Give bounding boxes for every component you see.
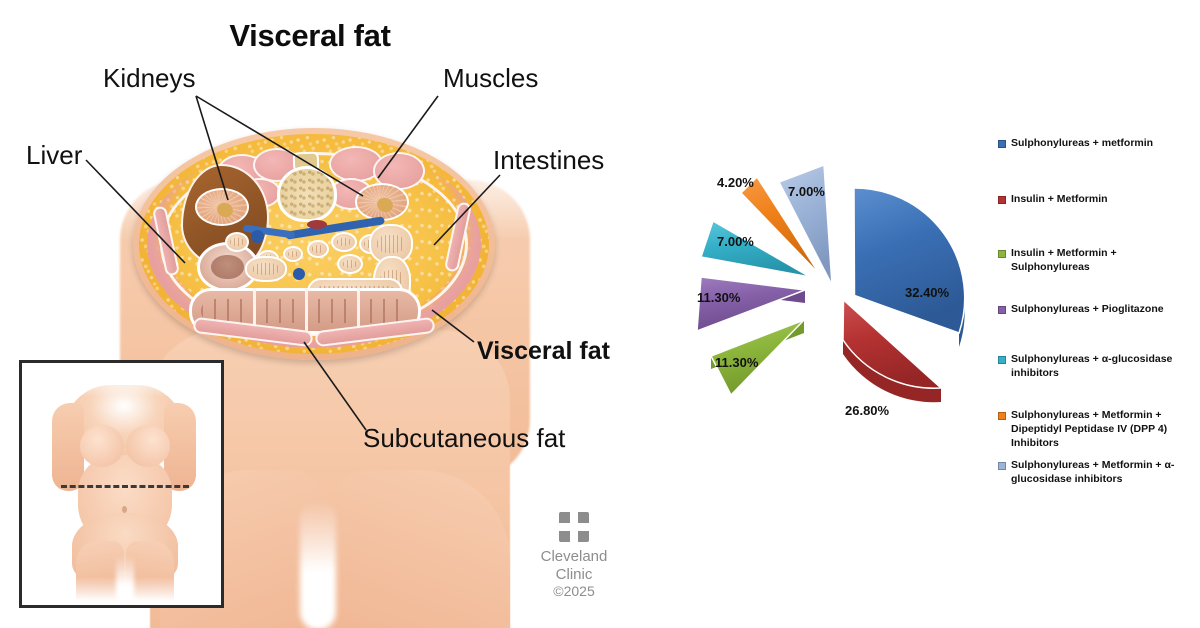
colon-haustra-divider	[305, 288, 308, 334]
credit-copyright: ©2025	[553, 583, 595, 600]
pie-chart-panel: 32.40% 26.80% 11.30% 11.30% 7.00% 4.20% …	[693, 135, 1200, 493]
legend-label: Insulin + Metformin	[1011, 193, 1108, 205]
inset-breast-right	[126, 425, 170, 467]
label-muscles: Muscles	[443, 63, 539, 93]
inset-fade-left	[22, 363, 52, 605]
pie-chart-legend: Sulphonylureas + metformin Insulin + Met…	[998, 135, 1198, 493]
slice-value-label-2: 26.80%	[845, 403, 890, 418]
logo-square-top-right	[578, 512, 589, 523]
legend-item[interactable]: Sulphonylureas + α-glucosidase inhibitor…	[998, 353, 1194, 381]
inset-navel	[122, 506, 127, 513]
pie-slice-sulphonylureas-metformin-alpha-glucosidase[interactable]	[777, 163, 833, 286]
leader-kidney-left	[195, 95, 229, 201]
intestine-loop	[245, 256, 287, 282]
pie-slice-sulphonylureas-pioglitazone[interactable]	[696, 276, 806, 333]
vein-cross-section	[293, 268, 305, 280]
vein-cross-section	[251, 230, 264, 243]
kidney-left-organ	[195, 188, 249, 226]
legend-label: Sulphonylureas + α-glucosidase inhibitor…	[1011, 353, 1173, 379]
credit-line-2: Clinic	[555, 565, 593, 583]
slice-value-label-1: 32.40%	[905, 285, 950, 300]
pie-svg	[696, 163, 966, 403]
inset-fade-top	[22, 363, 221, 397]
legend-item[interactable]: Insulin + Metformin	[998, 193, 1194, 207]
torso-crotch-shadow	[300, 500, 336, 628]
legend-swatch-icon	[998, 412, 1006, 420]
cleveland-clinic-logo-icon	[559, 512, 589, 542]
pie-slice-sulphonylureas-metformin-dpp4[interactable]	[739, 175, 821, 276]
inset-breast-left	[80, 425, 124, 467]
inset-fade-right	[197, 363, 221, 605]
pie-slice-sulphonylureas-metformin[interactable]	[853, 187, 966, 334]
inset-arm-left	[52, 403, 84, 491]
legend-label: Insulin + Metformin + Sulphonylureas	[1011, 247, 1117, 273]
leader-visceral-fat	[431, 309, 475, 343]
colon-haustra-divider	[253, 288, 256, 334]
legend-label: Sulphonylureas + Metformin + Dipeptidyl …	[1011, 409, 1168, 449]
anatomy-illustration-panel: Visceral fat Kidneys Muscles Liver Intes…	[19, 18, 624, 628]
legend-item[interactable]: Sulphonylureas + Metformin + α-glucosida…	[998, 459, 1194, 487]
legend-item[interactable]: Sulphonylureas + Pioglitazone	[998, 303, 1194, 317]
pie-slice-sulphonylureas-alpha-glucosidase[interactable]	[700, 219, 811, 278]
leader-muscles	[377, 95, 439, 179]
legend-item[interactable]: Sulphonylureas + metformin	[998, 137, 1194, 151]
body-reference-inset	[19, 360, 224, 608]
legend-swatch-icon	[998, 140, 1006, 148]
intestine-loop	[283, 246, 303, 262]
intestine-loop-large	[369, 224, 413, 264]
legend-item[interactable]: Sulphonylureas + Metformin + Dipeptidyl …	[998, 409, 1194, 451]
legend-item[interactable]: Insulin + Metformin + Sulphonylureas	[998, 247, 1194, 275]
logo-square-bottom-right	[578, 531, 589, 542]
slice-value-label-5: 7.00%	[717, 234, 754, 249]
legend-swatch-icon	[998, 306, 1006, 314]
intestine-loop	[331, 232, 357, 252]
cross-section-cut-line	[61, 485, 189, 488]
legend-label: Sulphonylureas + Metformin + α-glucosida…	[1011, 459, 1175, 485]
legend-label: Sulphonylureas + metformin	[1011, 137, 1154, 149]
slice-depth-red	[843, 340, 941, 403]
leader-liver	[85, 159, 186, 264]
legend-swatch-icon	[998, 356, 1006, 364]
colon-lumen	[211, 254, 244, 280]
leader-kidney-right	[195, 95, 364, 197]
label-subcutaneous-fat: Subcutaneous fat	[363, 423, 566, 453]
intestine-loop	[307, 240, 329, 258]
cleveland-clinic-credit: Cleveland Clinic ©2025	[524, 512, 624, 600]
label-liver: Liver	[26, 140, 83, 170]
pie-slice-insulin-metformin-sulphonylureas[interactable]	[709, 319, 805, 397]
slice-value-label-4: 11.30%	[697, 290, 741, 305]
label-kidneys: Kidneys	[103, 63, 196, 93]
colon-haustra-divider	[357, 288, 360, 334]
label-visceral-fat: Visceral fat	[477, 337, 610, 365]
slice-value-label-6: 4.20%	[717, 175, 754, 190]
legend-label: Sulphonylureas + Pioglitazone	[1011, 303, 1164, 315]
kidney-right-organ	[355, 183, 409, 221]
intestine-loop	[225, 232, 249, 252]
page-title: Visceral fat	[229, 18, 391, 53]
vertebra-texture	[280, 169, 334, 219]
legend-swatch-icon	[998, 462, 1006, 470]
intestine-loop	[337, 254, 363, 274]
legend-swatch-icon	[998, 196, 1006, 204]
credit-line-1: Cleveland	[540, 548, 608, 565]
leader-subcutaneous-fat	[303, 341, 367, 431]
leader-intestines	[433, 174, 501, 246]
slice-value-label-7: 7.00%	[788, 184, 825, 199]
callout-leader-lines	[85, 95, 501, 431]
abdominal-cross-section	[133, 128, 495, 360]
pie-slice-insulin-metformin[interactable]	[842, 298, 943, 389]
slice-value-label-3: 11.30%	[715, 355, 759, 370]
logo-square-bottom-left	[559, 531, 570, 542]
artery-cross-section	[307, 220, 327, 229]
torso-right-thigh	[330, 470, 510, 628]
inset-fade-bottom	[22, 577, 221, 605]
label-intestines: Intestines	[493, 145, 605, 175]
pie-chart-graphic: 32.40% 26.80% 11.30% 11.30% 7.00% 4.20% …	[693, 135, 993, 475]
logo-square-top-left	[559, 512, 570, 523]
legend-swatch-icon	[998, 250, 1006, 258]
